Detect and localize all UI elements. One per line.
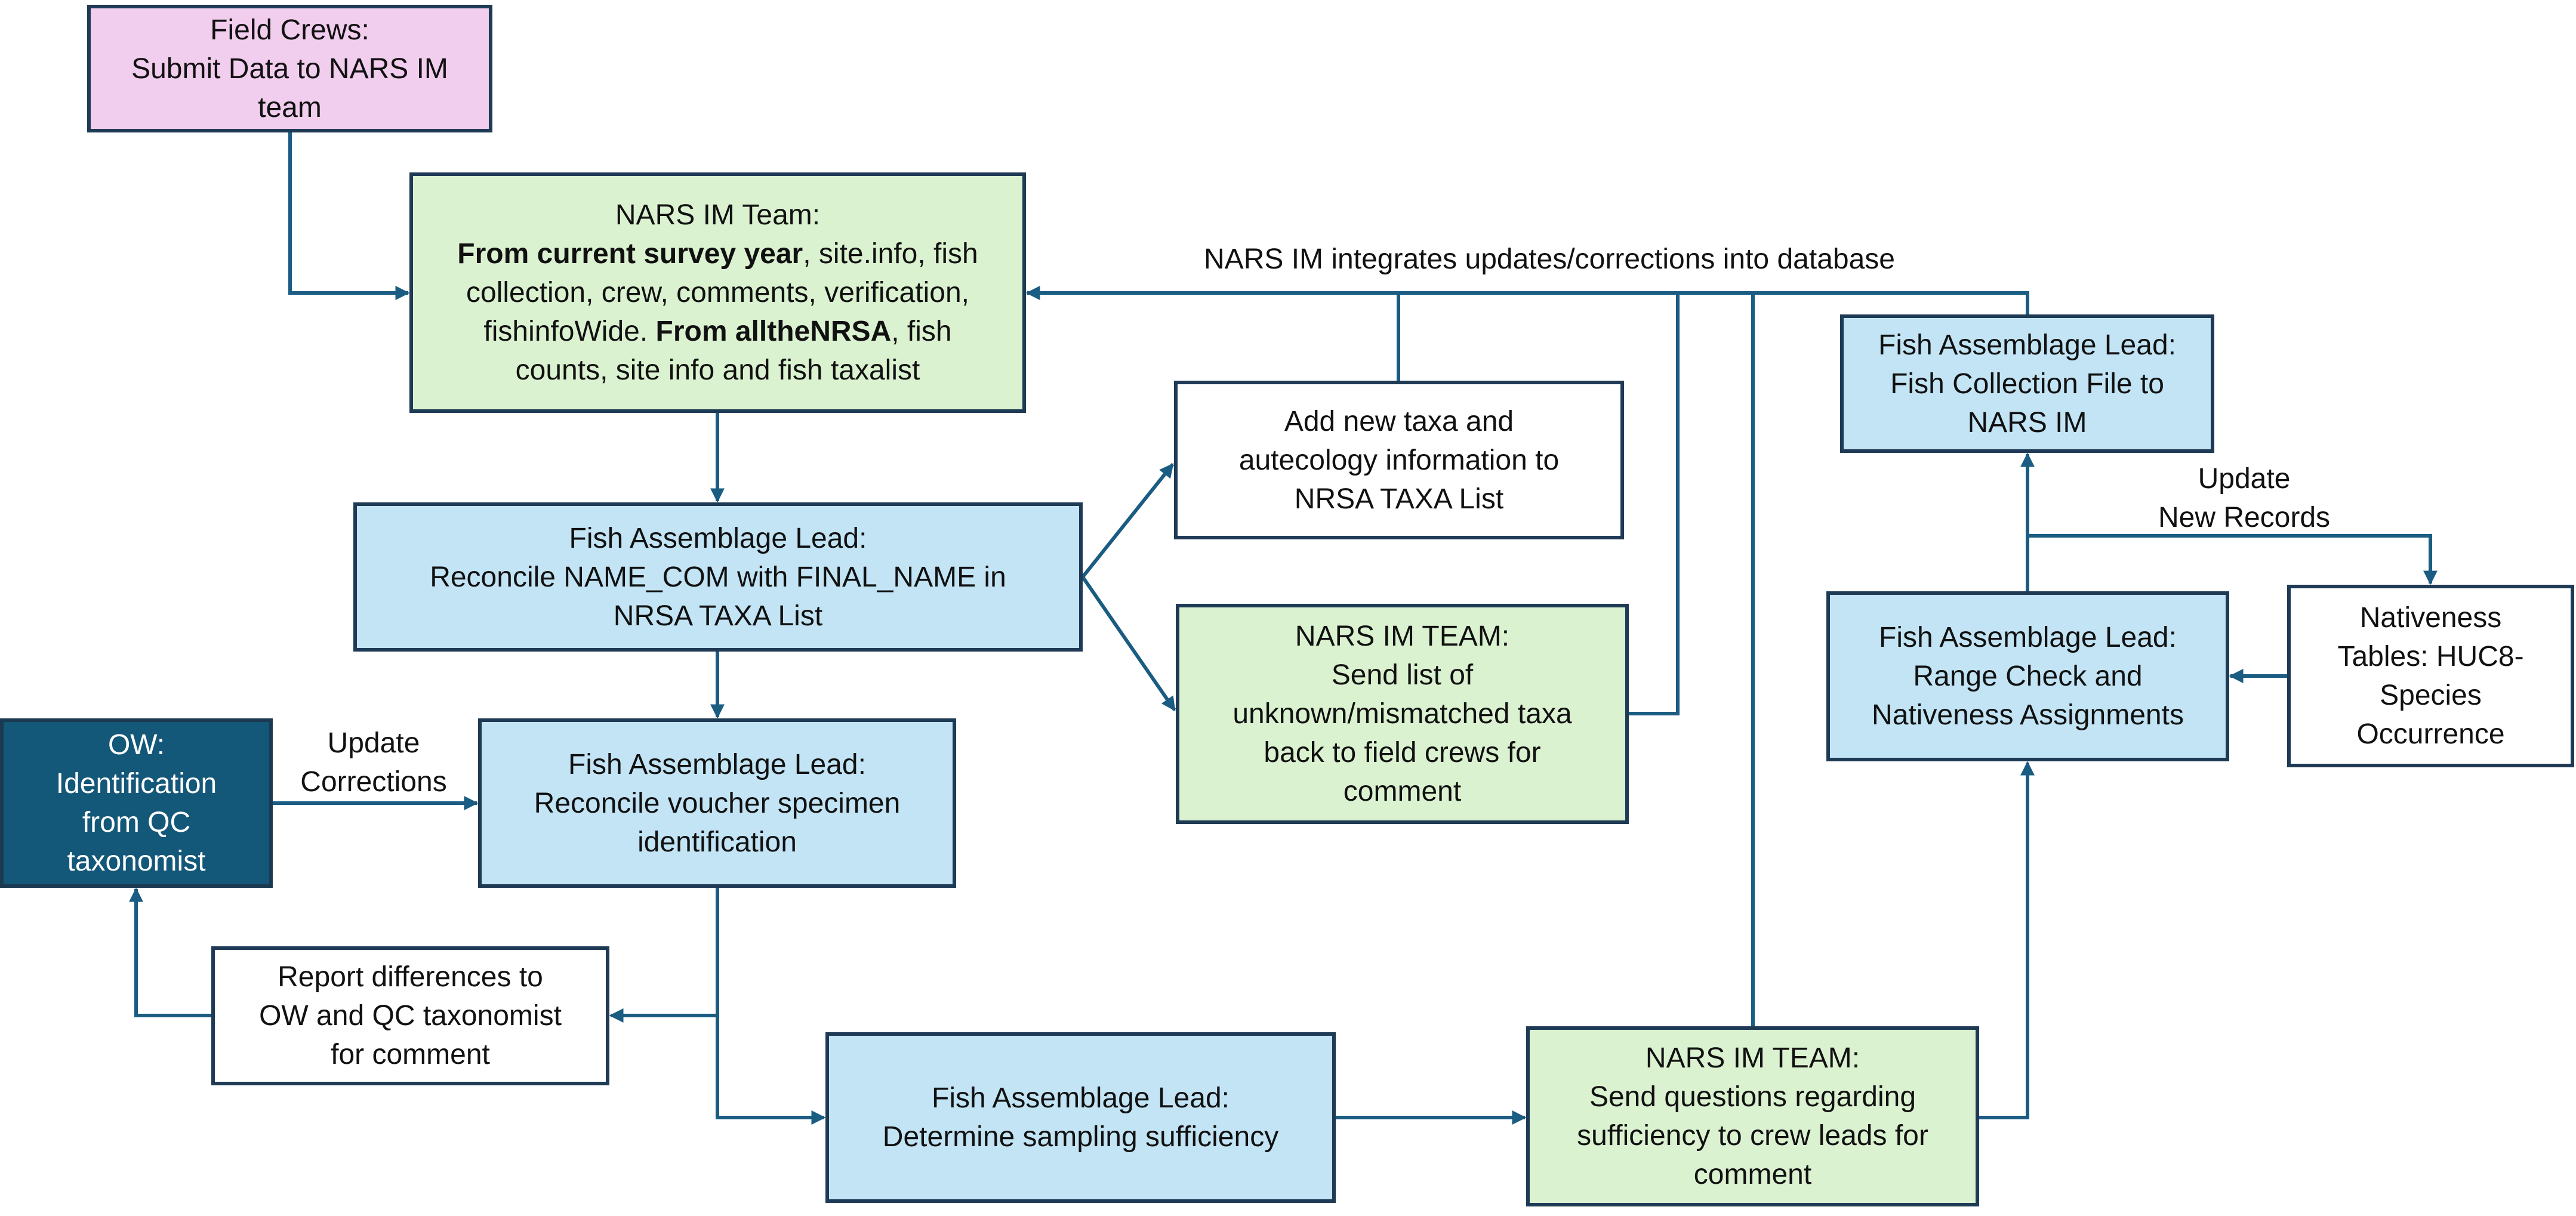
connector-integrates-main-line [1025,286,2029,314]
reconcile-name-line-1: Fish Assemblage Lead: [569,522,867,554]
edge-label-update-new-records: Update New Records [2137,459,2352,537]
connector-questions-to-range-check [1979,761,2035,1119]
send-questions-line-4: comment [1693,1159,1812,1190]
add-taxa-line-3: NRSA TAXA List [1294,483,1504,515]
ow-qc-line-3: from QC [82,807,191,838]
send-unknown-line-4: back to field crews for [1264,737,1541,769]
node-nativeness-tables: Nativeness Tables: HUC8- Species Occurre… [2287,585,2574,767]
send-questions-line-1: NARS IM TEAM: [1645,1042,1860,1074]
reconcile-voucher-line-1: Fish Assemblage Lead: [568,748,866,780]
fish-collection-line-1: Fish Assemblage Lead: [1878,329,2176,361]
edge-label-update-corrections: Update Corrections [278,724,469,801]
node-sampling-sufficiency: Fish Assemblage Lead: Determine sampling… [825,1032,1336,1203]
nars-im-team-heading: NARS IM Team: [615,199,821,231]
node-ow-qc: OW: Identification from QC taxonomist [0,718,273,888]
report-differences-line-3: for comment [331,1039,490,1070]
send-questions-line-2: Send questions regarding [1589,1081,1916,1113]
field-crews-line-1: Field Crews: [210,14,369,46]
node-reconcile-name: Fish Assemblage Lead: Reconcile NAME_COM… [353,502,1083,652]
nars-im-team-body: From current survey year, site.info, fis… [435,234,1001,390]
connector-voucher-to-sampling [716,1016,826,1125]
connector-field-crews-to-nars-im [288,132,410,300]
range-check-line-1: Fish Assemblage Lead: [1879,622,2177,653]
ow-qc-line-2: Identification [56,768,217,800]
nars-im-team-text-2: , fish counts, site info and fish taxali… [515,316,952,386]
send-unknown-line-1: NARS IM TEAM: [1295,621,1510,652]
connector-report-to-ow [129,887,211,1017]
field-crews-line-2: Submit Data to NARS IM [131,53,448,85]
send-unknown-line-5: comment [1343,776,1462,807]
connector-voucher-to-report [609,888,719,1023]
send-questions-line-3: sufficiency to crew leads for [1577,1120,1928,1152]
send-unknown-line-3: unknown/mismatched taxa [1232,698,1572,730]
ow-qc-line-4: taxonomist [67,845,206,877]
node-range-check: Fish Assemblage Lead: Range Check and Na… [1826,591,2229,761]
add-taxa-line-2: autecology information to [1238,444,1560,476]
node-send-unknown: NARS IM TEAM: Send list of unknown/misma… [1176,604,1629,824]
ow-qc-line-1: OW: [107,729,165,761]
range-check-line-2: Range Check and [1913,661,2143,692]
field-crews-line-3: team [258,91,322,124]
nativeness-line-2: Tables: HUC8- [2337,641,2524,672]
node-reconcile-voucher: Fish Assemblage Lead: Reconcile voucher … [478,718,956,888]
fish-collection-line-2: Fish Collection File to [1890,368,2164,400]
nars-im-team-bold-2: From alltheNRSA [655,316,892,347]
nars-im-team-bold-1: From current survey year [457,238,803,270]
node-send-questions: NARS IM TEAM: Send questions regarding s… [1526,1026,1979,1206]
reconcile-name-line-2: Reconcile NAME_COM with FINAL_NAME in [430,561,1006,593]
update-corrections-line-2: Corrections [300,766,447,798]
reconcile-voucher-line-2: Reconcile voucher specimen [534,787,901,819]
report-differences-line-2: OW and QC taxonomist [259,1000,562,1032]
sampling-line-1: Fish Assemblage Lead: [932,1082,1230,1114]
reconcile-name-line-3: NRSA TAXA List [613,600,823,632]
connector-reconcile-to-add-taxa [1081,463,1175,578]
nativeness-line-1: Nativeness [2359,602,2502,634]
connector-send-unknown-to-integrates [1629,293,1680,715]
nars-im-team-text-1: , site.info, fish collection, crew, comm… [466,238,978,347]
sampling-line-2: Determine sampling sufficiency [882,1121,1279,1153]
send-unknown-line-2: Send list of [1331,659,1474,691]
node-report-differences: Report differences to OW and QC taxonomi… [211,946,609,1085]
edge-label-integrates: NARS IM integrates updates/corrections i… [1204,243,1895,275]
reconcile-voucher-line-3: identification [637,826,797,858]
node-add-taxa: Add new taxa and autecology information … [1174,381,1624,539]
node-field-crews: Field Crews: Submit Data to NARS IM team [87,5,492,132]
range-check-line-3: Nativeness Assignments [1872,699,2184,731]
report-differences-line-1: Report differences to [278,961,543,993]
add-taxa-line-1: Add new taxa and [1284,405,1514,437]
update-new-records-line-2: New Records [2158,502,2331,533]
nativeness-line-4: Occurrence [2356,718,2505,750]
connector-update-new-records [2027,534,2438,585]
connector-reconcile-to-send-unknown [1081,576,1176,711]
node-nars-im-team: NARS IM Team: From current survey year, … [409,172,1026,413]
nativeness-line-3: Species [2380,680,2482,711]
update-new-records-line-1: Update [2198,463,2291,495]
fish-collection-line-3: NARS IM [1967,406,2087,439]
node-fish-collection-file: Fish Assemblage Lead: Fish Collection Fi… [1840,314,2214,453]
update-corrections-line-1: Update [327,727,420,759]
